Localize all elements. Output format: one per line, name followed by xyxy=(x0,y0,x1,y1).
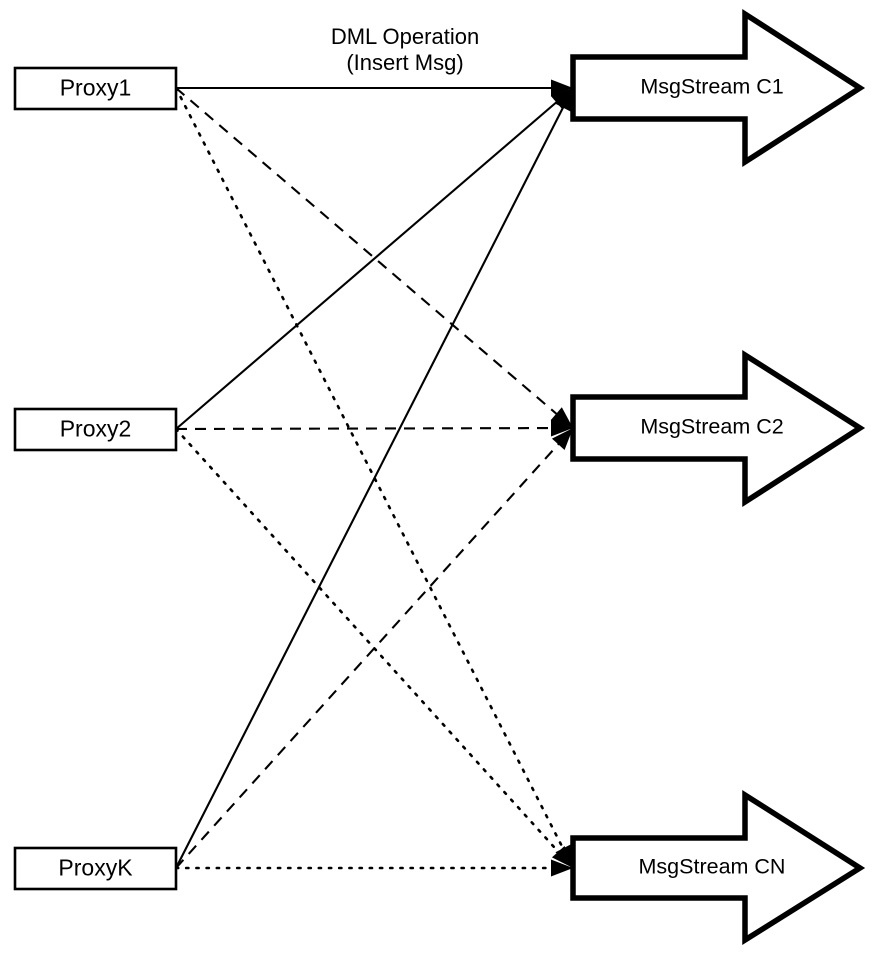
annotation-line-2: (Insert Msg) xyxy=(346,50,463,75)
msgstream-label: MsgStream CN xyxy=(639,855,786,879)
proxy-label: ProxyK xyxy=(58,855,133,881)
msgstream-label: MsgStream C1 xyxy=(640,75,783,99)
proxy-node-proxy2[interactable]: Proxy2 xyxy=(13,407,178,452)
dml-operation-annotation: DML Operation (Insert Msg) xyxy=(331,24,479,75)
proxy-box xyxy=(13,407,178,452)
block-arrow-icon xyxy=(570,349,866,508)
block-arrow-icon xyxy=(570,789,866,945)
edge-proxy1-c2-arrowhead-icon xyxy=(550,407,573,428)
msgstream-node-stream_c1[interactable]: MsgStream C1 xyxy=(570,8,866,168)
edge-proxy1-cn xyxy=(174,86,569,859)
annotation-line-1: DML Operation xyxy=(331,24,479,49)
proxy-node-proxyk[interactable]: ProxyK xyxy=(13,846,178,891)
proxy-node-proxy1[interactable]: Proxy1 xyxy=(13,66,178,111)
proxy-box xyxy=(13,66,178,111)
edge-proxy2-c1 xyxy=(175,95,565,430)
edge-proxy2-c2 xyxy=(175,426,561,431)
proxy-label: Proxy2 xyxy=(60,416,132,442)
edge-proxy2-c2-arrowhead-icon xyxy=(550,419,573,437)
proxy-box xyxy=(13,846,178,891)
block-arrow-icon xyxy=(570,8,866,168)
edge-proxyk-c1-arrowhead-icon xyxy=(555,88,573,112)
edges-layer xyxy=(174,86,569,870)
edge-proxy2-cn-arrowhead-icon xyxy=(551,845,573,868)
edge-proxyk-cn-arrowhead-icon xyxy=(551,859,573,877)
msgstream-nodes-layer: MsgStream C1 MsgStream C2 MsgStream CN xyxy=(570,8,866,945)
edge-arrowheads-layer xyxy=(550,79,573,877)
edge-proxy1-c2 xyxy=(175,87,565,421)
msgstream-node-stream_c2[interactable]: MsgStream C2 xyxy=(570,349,866,508)
edge-proxyk-c2 xyxy=(175,436,566,869)
edge-proxyk-c1 xyxy=(175,98,569,869)
proxy-label: Proxy1 xyxy=(60,75,132,101)
edge-proxyk-c2-arrowhead-icon xyxy=(551,428,573,451)
edge-proxy1-c1-arrowhead-icon xyxy=(551,79,573,97)
msgstream-node-stream_cn[interactable]: MsgStream CN xyxy=(570,789,866,945)
edge-proxy2-cn xyxy=(174,427,567,861)
msgstream-label: MsgStream C2 xyxy=(640,415,783,439)
